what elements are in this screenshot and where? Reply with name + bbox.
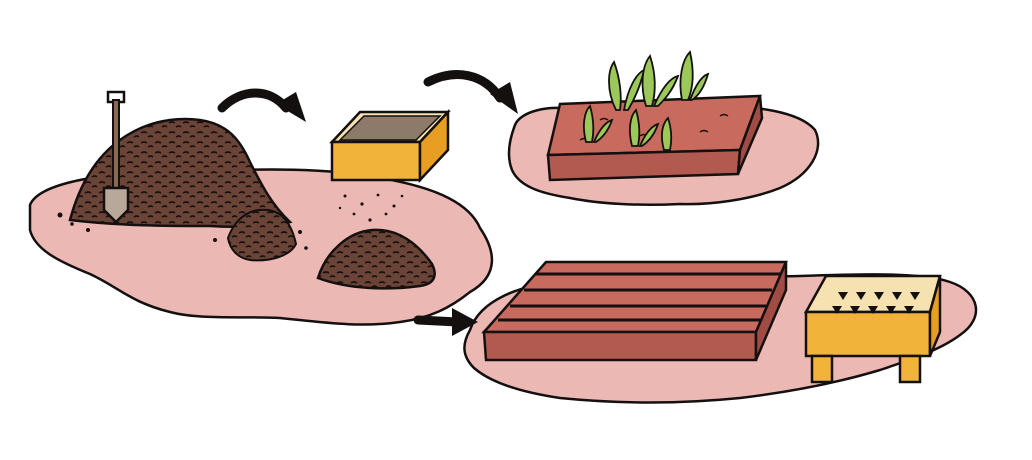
curved-arrow-icon: [428, 75, 518, 114]
sieve-box: [332, 112, 448, 180]
curved-arrow-icon: [222, 92, 306, 122]
furrowed-bed: [484, 262, 786, 360]
seedling-bed: [548, 96, 762, 180]
